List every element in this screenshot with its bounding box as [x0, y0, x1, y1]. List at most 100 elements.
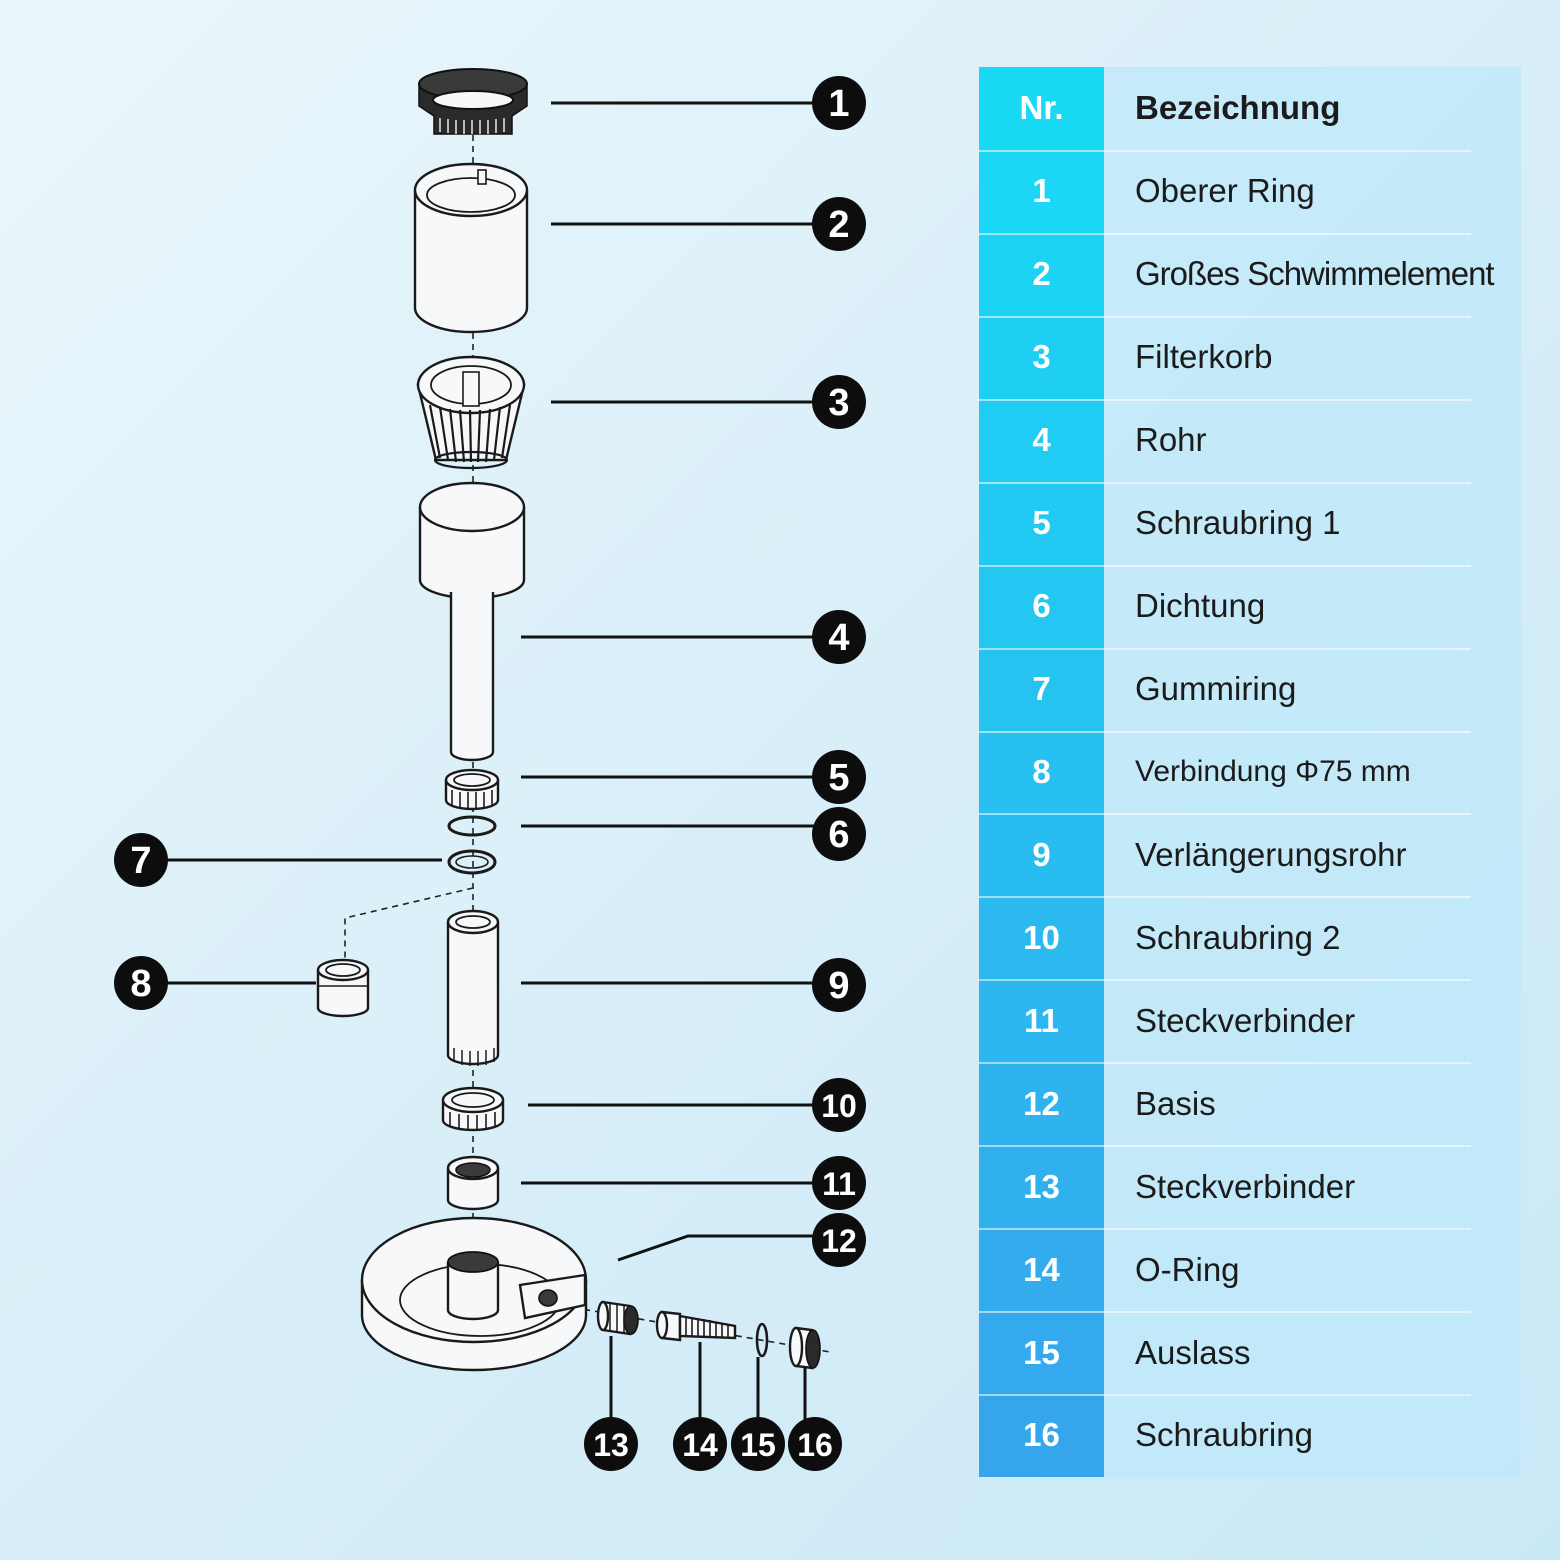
row-nr: 16	[979, 1394, 1104, 1477]
row-nr: 9	[979, 813, 1104, 897]
row-nr: 7	[979, 647, 1104, 731]
callout-2: 2	[812, 197, 866, 251]
row-name: Großes Schwimmelement	[1104, 232, 1521, 316]
row-name: Basis	[1104, 1062, 1521, 1146]
row-name: Schraubring	[1104, 1394, 1521, 1477]
svg-text:14: 14	[682, 1427, 718, 1463]
row-name: Verlängerungsrohr	[1104, 813, 1521, 897]
part-connection-75mm	[316, 958, 370, 1018]
header-name: Bezeichnung	[1104, 67, 1521, 150]
row-name: Steckverbinder	[1104, 1145, 1521, 1229]
part-seal	[447, 815, 497, 837]
outlet-axis	[529, 1299, 831, 1353]
callout-10: 10	[812, 1078, 866, 1132]
part-outlet	[755, 1322, 769, 1358]
svg-text:16: 16	[797, 1427, 833, 1463]
row-name: Schraubring 2	[1104, 896, 1521, 980]
callout-1: 1	[812, 76, 866, 130]
part-screw-ring	[788, 1326, 821, 1370]
part-threaded-nipple	[655, 1310, 737, 1342]
table-header: Nr. Bezeichnung	[979, 67, 1521, 150]
svg-text:7: 7	[130, 840, 151, 882]
row-name: Gummiring	[1104, 647, 1521, 731]
callout-8: 8	[114, 956, 168, 1010]
row-nr: 8	[979, 730, 1104, 814]
svg-text:1: 1	[828, 83, 849, 125]
row-nr: 5	[979, 481, 1104, 565]
branch-axis-8	[344, 887, 474, 960]
header-nr: Nr.	[979, 67, 1104, 150]
row-name: O-Ring	[1104, 1228, 1521, 1312]
part-upper-ring	[418, 68, 528, 135]
callout-16: 16	[788, 1417, 842, 1471]
part-rubber-ring	[447, 849, 497, 875]
row-name: Auslass	[1104, 1311, 1521, 1394]
row-name: Dichtung	[1104, 564, 1521, 648]
row-nr: 14	[979, 1228, 1104, 1312]
svg-text:11: 11	[822, 1166, 856, 1202]
part-base	[360, 1216, 588, 1372]
svg-text:8: 8	[130, 963, 151, 1005]
part-screw-ring-1	[444, 768, 500, 811]
part-filter-basket	[416, 355, 526, 470]
callout-15: 15	[731, 1417, 785, 1471]
leader-lines	[145, 101, 835, 1440]
row-name: Steckverbinder	[1104, 979, 1521, 1063]
row-name: Rohr	[1104, 398, 1521, 482]
row-nr: 4	[979, 398, 1104, 482]
row-name: Filterkorb	[1104, 315, 1521, 399]
row-nr: 10	[979, 896, 1104, 980]
svg-text:9: 9	[828, 965, 849, 1007]
svg-text:6: 6	[828, 814, 849, 856]
row-nr: 3	[979, 315, 1104, 399]
exploded-parts-diagram: 1 2 3 4 5 6 7 8 9 10 11 12 13 14 15 16	[114, 68, 866, 1471]
row-nr: 13	[979, 1145, 1104, 1229]
svg-text:4: 4	[828, 617, 849, 659]
svg-text:5: 5	[828, 757, 849, 799]
row-nr: 1	[979, 149, 1104, 233]
callout-11: 11	[812, 1156, 866, 1210]
row-name: Schraubring 1	[1104, 481, 1521, 565]
row-nr: 12	[979, 1062, 1104, 1146]
row-nr: 2	[979, 232, 1104, 316]
callout-7: 7	[114, 833, 168, 887]
callout-3: 3	[812, 375, 866, 429]
svg-text:3: 3	[828, 382, 849, 424]
callout-6: 6	[812, 807, 866, 861]
callout-5: 5	[812, 750, 866, 804]
callout-9: 9	[812, 958, 866, 1012]
row-name: Oberer Ring	[1104, 149, 1521, 233]
callout-13: 13	[584, 1417, 638, 1471]
part-extension-pipe	[446, 909, 500, 1066]
svg-text:2: 2	[828, 204, 849, 246]
part-screw-ring-2	[441, 1086, 505, 1132]
part-plug-connector	[446, 1155, 500, 1211]
part-large-float	[413, 162, 529, 334]
svg-text:12: 12	[821, 1223, 857, 1259]
callout-4: 4	[812, 610, 866, 664]
row-nr: 11	[979, 979, 1104, 1063]
svg-text:10: 10	[821, 1088, 857, 1124]
svg-text:13: 13	[593, 1427, 629, 1463]
callout-12: 12	[812, 1213, 866, 1267]
row-nr: 15	[979, 1311, 1104, 1394]
svg-text:15: 15	[740, 1427, 776, 1463]
row-name: Verbindung Φ75 mm	[1104, 730, 1521, 814]
part-pipe	[418, 481, 526, 762]
row-nr: 6	[979, 564, 1104, 648]
